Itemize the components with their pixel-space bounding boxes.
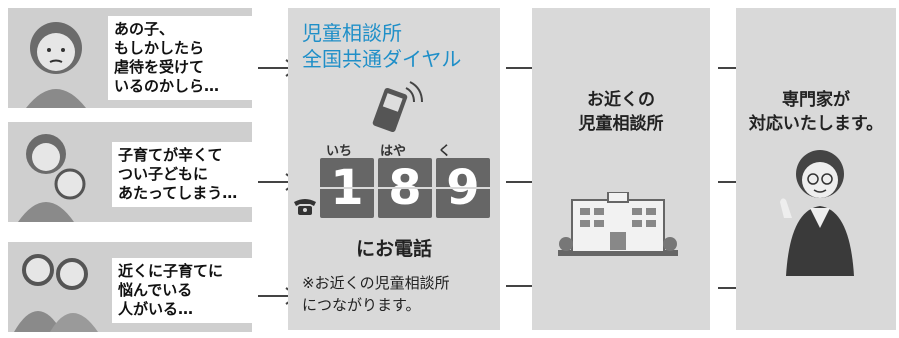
scenario-text: あの子、 もしかしたら 虐待を受けて いるのかしら… xyxy=(108,16,252,100)
building-icon xyxy=(558,192,678,256)
expert-label: 専門家が 対応いたします。 xyxy=(748,90,884,134)
digit-1: 1 xyxy=(320,158,374,218)
parent-child-icon xyxy=(18,134,86,222)
neighbors-icon xyxy=(14,254,98,332)
digit-9: 9 xyxy=(436,158,490,218)
telephone-icon xyxy=(294,199,316,215)
center-label: お近くの 児童相談所 xyxy=(578,90,664,134)
scenario-panel-3: 近くに子育てに 悩んでいる 人がいる… xyxy=(8,242,260,332)
expert-column: 専門家が 対応いたします。 xyxy=(736,8,896,330)
call-label: にお電話 xyxy=(355,238,432,260)
hotline-title: 児童相談所 全国共通ダイヤル xyxy=(302,21,462,71)
scenario-panel-2: 子育てが辛くて つい子どもに あたってしまう… xyxy=(8,122,260,222)
scenario-text: 子育てが辛くて つい子どもに あたってしまう… xyxy=(112,142,260,207)
reading-ichi: いち xyxy=(326,144,353,159)
scenario-text: 近くに子育てに 悩んでいる 人がいる… xyxy=(112,258,260,323)
scenario-panel-1: あの子、 もしかしたら 虐待を受けて いるのかしら… xyxy=(8,8,252,108)
phone-icon xyxy=(372,81,423,133)
routing-note: ※お近くの児童相談所 につながります。 xyxy=(302,274,450,314)
reading-ku: く xyxy=(438,144,452,159)
reading-haya: はや xyxy=(380,144,407,159)
hotline-column: 児童相談所 全国共通ダイヤル いち はや く 1 8 9 にお電話 ※お近くの児… xyxy=(288,8,500,330)
center-column: お近くの 児童相談所 xyxy=(532,8,710,330)
expert-icon xyxy=(780,150,854,276)
worried-woman-icon xyxy=(26,22,86,108)
digit-8: 8 xyxy=(378,158,432,218)
